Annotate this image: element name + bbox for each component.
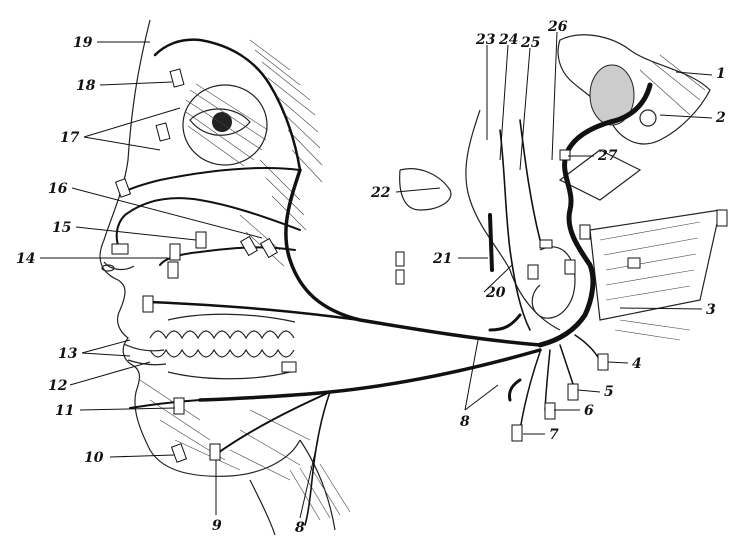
label-21: 21 [432, 251, 452, 267]
facial-nerve [115, 38, 653, 526]
label-27: 27 [597, 148, 618, 164]
label-16: 16 [48, 181, 68, 197]
label-9: 9 [212, 518, 222, 534]
label-12: 12 [48, 378, 68, 394]
label-4: 4 [632, 356, 642, 372]
label-17: 17 [60, 130, 80, 146]
label-10: 10 [84, 450, 104, 466]
label-19: 19 [73, 35, 93, 51]
label-23: 23 [475, 32, 496, 48]
eye [182, 83, 269, 167]
ear-region [399, 34, 721, 341]
label-25: 25 [520, 35, 540, 51]
leader-lines [40, 31, 713, 519]
label-18: 18 [76, 78, 96, 94]
label-24: 24 [498, 32, 518, 48]
label-8-bottom: 8 [295, 520, 305, 536]
label-14: 14 [16, 251, 35, 267]
label-7: 7 [549, 427, 559, 443]
branch-tags [111, 68, 728, 463]
label-6: 6 [584, 403, 594, 419]
teeth [149, 313, 296, 380]
label-11: 11 [55, 403, 74, 419]
number-labels: 1 2 3 4 5 6 7 8 8 9 10 11 12 13 14 15 16… [16, 19, 726, 536]
label-22: 22 [370, 185, 391, 201]
label-15: 15 [52, 220, 71, 236]
label-1: 1 [716, 66, 726, 82]
label-3: 3 [706, 302, 716, 318]
label-5: 5 [604, 384, 614, 400]
label-8-right: 8 [460, 414, 470, 430]
label-20: 20 [485, 285, 506, 301]
label-2: 2 [715, 110, 726, 126]
label-13: 13 [58, 346, 78, 362]
label-26: 26 [547, 19, 568, 35]
